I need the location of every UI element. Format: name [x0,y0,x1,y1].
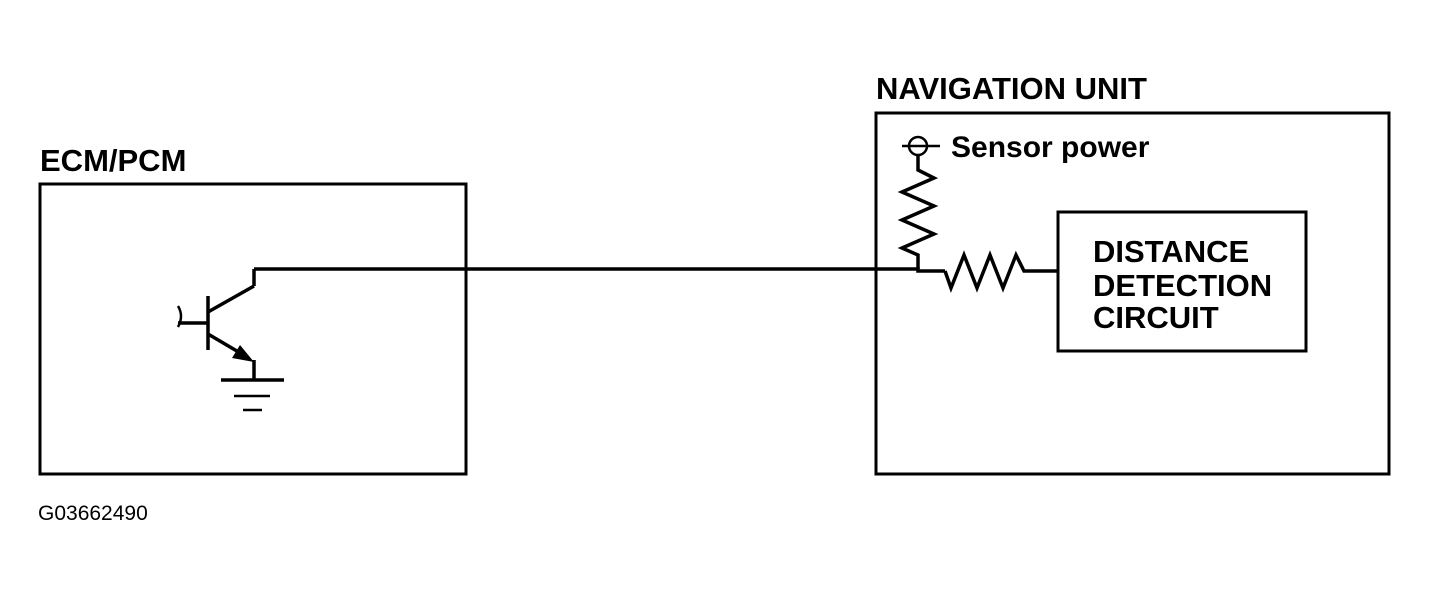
pull-up-resistor-icon [897,155,939,269]
base-input-squiggle [176,305,183,328]
navigation-unit-module: NAVIGATION UNIT Sensor power DISTANCE DE… [874,71,1391,476]
emitter-arrow-icon [232,345,254,362]
circuit-label-line-2: DETECTION [1093,268,1272,303]
distance-detection-circuit-box [1056,210,1308,353]
collector-lead [207,284,255,314]
ground-icon [221,378,284,412]
ecm-pcm-box [38,182,468,476]
series-resistor-icon [943,250,1058,294]
sensor-power-label: Sensor power [951,131,1150,164]
figure-code: G03662490 [38,502,148,525]
sensor-power-terminal-icon [902,135,940,157]
navigation-unit-label: NAVIGATION UNIT [876,71,1147,106]
circuit-label-line-3: CIRCUIT [1093,300,1219,335]
navigation-unit-box [874,111,1391,476]
signal-wire [254,267,945,273]
ecm-pcm-module: ECM/PCM [38,143,468,476]
circuit-label-line-1: DISTANCE [1093,234,1249,269]
ecm-pcm-label: ECM/PCM [40,143,186,178]
transistor-icon [176,269,256,380]
